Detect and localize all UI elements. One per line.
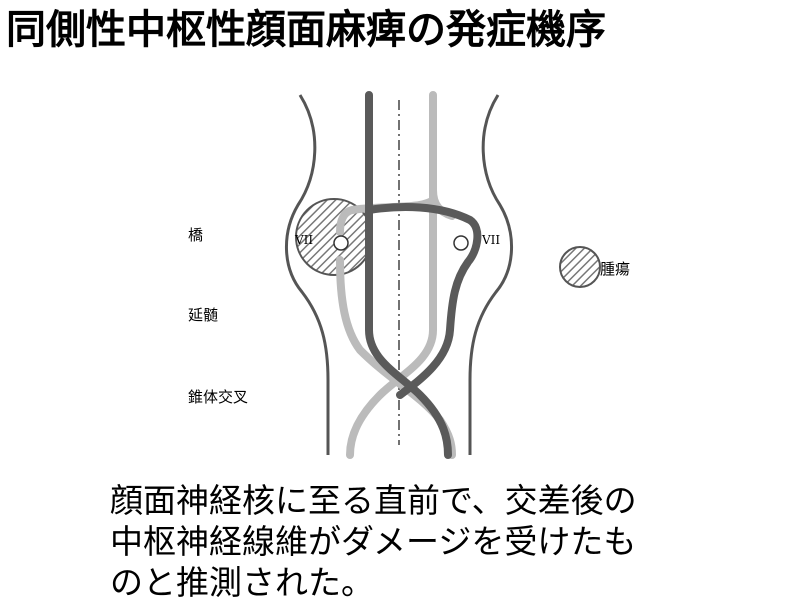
caption-line-1: 顔面神経核に至る直前で、交差後の (110, 481, 637, 520)
label-facial-nucleus-right: VII (482, 233, 501, 247)
label-tumor: 腫瘍 (600, 260, 631, 278)
label-pons: 橋 (188, 226, 204, 244)
slide-title: 同側性中枢性顔面麻痺の発症機序 (6, 7, 606, 53)
caption: 顔面神経核に至る直前で、交差後の 中枢神経線維がダメージを受けたも のと推測され… (110, 480, 750, 600)
tumor-legend-icon (559, 246, 601, 288)
label-medulla: 延髄 (188, 306, 219, 324)
label-pyramidal-decussation: 錐体交叉 (188, 388, 249, 406)
caption-line-2: 中枢神経線維がダメージを受けたも (110, 522, 637, 561)
facial-nucleus-left (333, 235, 349, 251)
corticobulbar-tract-dark (365, 91, 452, 459)
facial-nucleus-right (453, 235, 469, 251)
corticobulbar-tract-dark-branch (365, 203, 482, 399)
corticobulbar-tract-light (336, 91, 456, 459)
brainstem-outline-right (468, 94, 513, 455)
label-facial-nucleus-left: VII (295, 233, 314, 247)
caption-line-3: のと推測された。 (110, 563, 374, 600)
brainstem-outline-left (285, 94, 330, 455)
